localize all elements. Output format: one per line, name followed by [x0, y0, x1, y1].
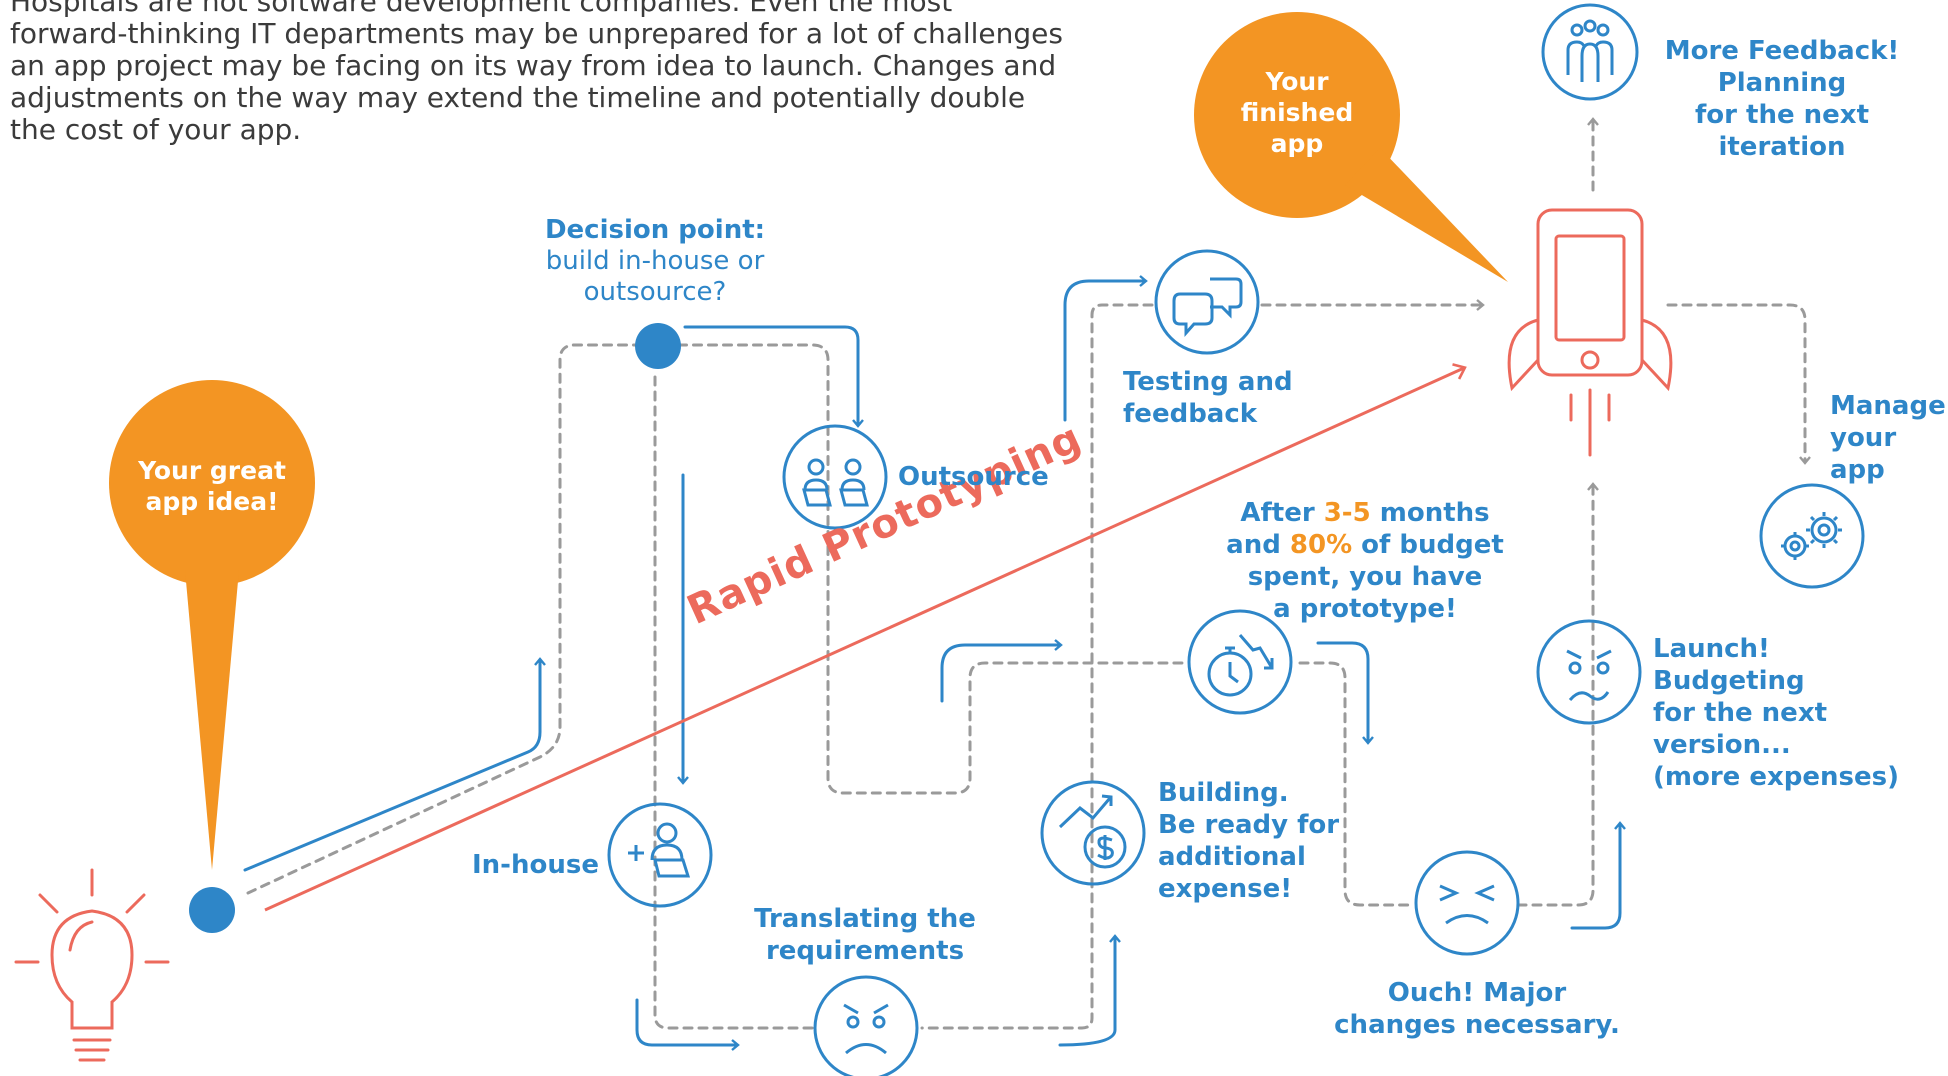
intro-line: adjustments on the way may extend the ti… [10, 81, 1026, 114]
journey-path [243, 275, 1626, 1051]
prototype-line-3: spent, you have [1247, 562, 1483, 592]
prototype-line-4: a prototype! [1273, 594, 1457, 624]
prototype-text: of budget [1352, 530, 1504, 560]
finished-line: finished [1240, 98, 1354, 127]
rapid-prototyping-line [264, 363, 1467, 912]
finished-line: Your [1265, 67, 1329, 96]
prototype-line-1: After 3-5 months [1215, 497, 1515, 529]
start-dot [189, 887, 235, 933]
testing-line: Testing and [1123, 367, 1293, 397]
intro-line: the cost of your app. [10, 113, 302, 146]
inhouse-label: In-house [472, 850, 599, 880]
ouch-label: Ouch! Major changes necessary. [1317, 977, 1637, 1041]
prototype-line-2: and 80% of budget [1215, 529, 1515, 561]
prototype-text: After [1240, 498, 1324, 528]
intro-line: an app project may be facing on its way … [10, 49, 1057, 82]
intro-line: forward-thinking IT departments may be u… [10, 17, 1063, 50]
decision-line: build in-house or [545, 246, 765, 276]
manage-label: Manage your app [1830, 390, 1946, 486]
gears-icon [1759, 483, 1865, 589]
translating-label: Translating the requirements [745, 903, 985, 967]
more-feedback-line: for the next [1694, 100, 1869, 130]
annoyed-face-icon [813, 975, 919, 1076]
launch-line: Budgeting [1653, 666, 1805, 696]
testing-label: Testing and feedback [1123, 366, 1293, 430]
building-line: Be ready for [1158, 810, 1340, 840]
prototype-text: and [1226, 530, 1290, 560]
worried-face-icon [1536, 619, 1642, 725]
long-road-path [246, 117, 1811, 1030]
people-laptop-icon [782, 424, 888, 530]
finished-bubble-text: Your finished app [1197, 66, 1397, 159]
decision-point-dot [635, 323, 681, 369]
testing-line: feedback [1123, 399, 1258, 429]
idea-bubble [109, 380, 315, 870]
decision-point-label: Decision point: build in-house or outsou… [505, 214, 805, 308]
person-add-laptop-icon [607, 802, 713, 908]
intro-line: Hospitals are not software development c… [10, 0, 953, 18]
manage-line: app [1830, 455, 1885, 485]
budget-highlight: 80% [1289, 530, 1353, 560]
idea-bubble-text: Your great app idea! [112, 455, 312, 517]
finished-bubble [1194, 12, 1508, 282]
launch-line: version... [1653, 730, 1791, 760]
translating-line: Translating the [754, 904, 976, 934]
building-line: additional [1158, 842, 1306, 872]
building-line: Building. [1158, 778, 1289, 808]
ouch-line: changes necessary. [1334, 1010, 1620, 1040]
lightbulb-icon [14, 868, 170, 1062]
dollar-growth-icon [1040, 780, 1146, 886]
more-feedback-line: iteration [1718, 132, 1846, 162]
intro-paragraph: Hospitals are not software development c… [10, 0, 1150, 146]
manage-line: Manage [1830, 391, 1946, 421]
rocket-phone-icon [1507, 208, 1673, 457]
launch-label: Launch! Budgeting for the next version..… [1653, 633, 1899, 793]
team-icon [1541, 3, 1639, 101]
prototype-text: months [1370, 498, 1490, 528]
stopwatch-icon [1187, 609, 1293, 715]
building-line: expense! [1158, 874, 1293, 904]
more-feedback-line: More Feedback! [1664, 36, 1900, 66]
months-highlight: 3-5 [1323, 498, 1371, 528]
ouch-line: Ouch! Major [1387, 978, 1567, 1008]
idea-line: app idea! [145, 487, 279, 516]
launch-line: (more expenses) [1653, 762, 1899, 792]
idea-line: Your great [138, 456, 286, 485]
more-feedback-line: Planning [1717, 68, 1847, 98]
more-feedback-label: More Feedback! Planning for the next ite… [1662, 35, 1902, 163]
chat-bubbles-icon [1154, 249, 1260, 355]
manage-line: your [1830, 423, 1897, 453]
decision-title: Decision point: [544, 215, 766, 245]
prototype-label: After 3-5 months and 80% of budget spent… [1215, 497, 1515, 625]
building-label: Building. Be ready for additional expens… [1158, 777, 1339, 905]
translating-line: requirements [765, 936, 965, 966]
decision-line: outsource? [583, 277, 727, 307]
outsource-label: Outsource [898, 462, 1049, 492]
finished-line: app [1270, 129, 1324, 158]
frowning-face-icon [1414, 850, 1520, 956]
launch-line: Launch! [1653, 634, 1770, 664]
launch-line: for the next [1653, 698, 1828, 728]
